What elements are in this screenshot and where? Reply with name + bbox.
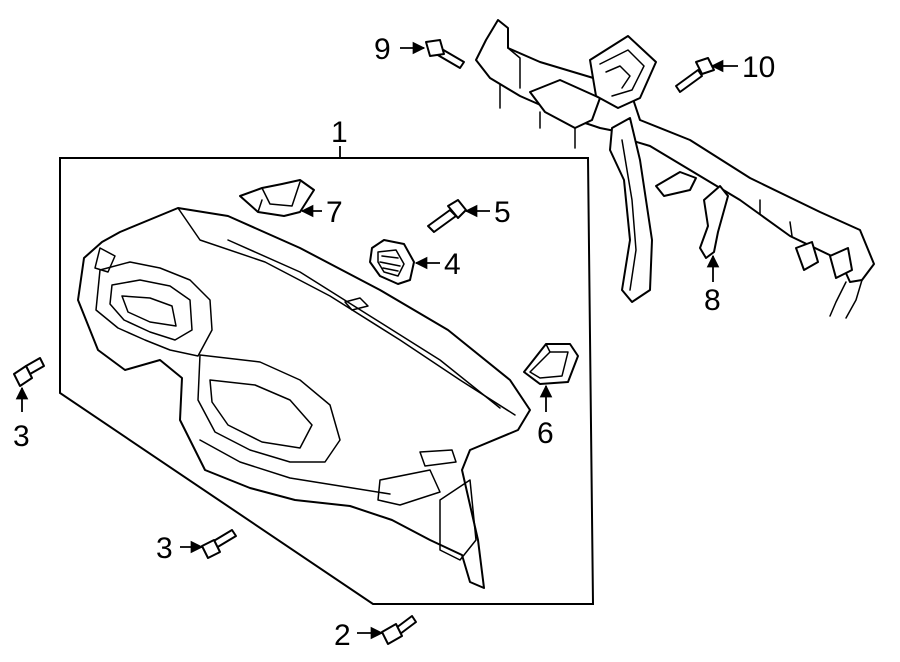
callout-5: 5 [494, 196, 511, 229]
callout-9: 9 [374, 33, 391, 66]
part-6-duct[interactable] [523, 343, 579, 385]
leader-lines [15, 41, 738, 640]
part-3-bolt-bottom[interactable] [201, 529, 237, 559]
part-7-bracket[interactable] [239, 179, 315, 217]
callout-1: 1 [331, 116, 348, 149]
part-9-bolt[interactable] [425, 39, 465, 69]
part-2-bolt[interactable] [381, 615, 417, 645]
callout-8: 8 [704, 284, 721, 317]
instrument-panel[interactable] [77, 207, 531, 589]
callout-3-bottom: 3 [156, 532, 173, 565]
part-4-vent[interactable] [369, 239, 415, 285]
callout-4: 4 [444, 248, 461, 281]
callout-labels: 1 2 3 3 4 5 6 7 8 9 10 [13, 33, 775, 652]
callout-3-left: 3 [13, 420, 30, 453]
callout-10: 10 [742, 51, 775, 84]
callout-7: 7 [326, 196, 343, 229]
part-10-bolt[interactable] [675, 57, 715, 93]
callout-2: 2 [334, 619, 351, 652]
part-5-bolt[interactable] [427, 199, 467, 233]
callout-6: 6 [537, 417, 554, 450]
cross-car-beam[interactable] [475, 19, 875, 319]
part-3-bolt-left[interactable] [13, 357, 45, 387]
assembly-box [59, 146, 595, 605]
